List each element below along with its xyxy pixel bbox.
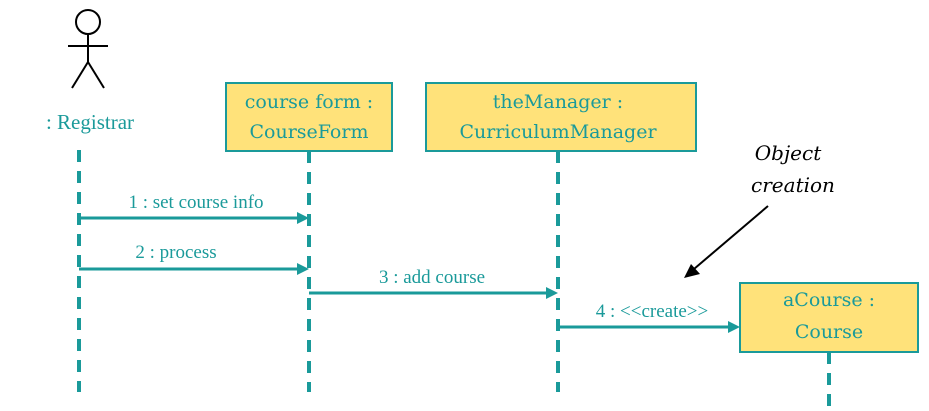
object-course-form-name: course form : — [245, 91, 373, 113]
object-the-manager-class: CurriculumManager — [459, 121, 657, 143]
message-2: 2 : process — [79, 242, 309, 275]
object-the-manager: theManager : CurriculumManager — [425, 82, 697, 152]
object-a-course-name: aCourse : — [783, 289, 875, 311]
message-4-label: 4 : <<create>> — [596, 301, 708, 322]
message-4: 4 : <<create>> — [558, 301, 740, 333]
object-a-course-class: Course — [795, 321, 863, 343]
object-course-form: course form : CourseForm — [225, 82, 393, 152]
object-the-manager-name: theManager : — [493, 91, 623, 113]
actor-label: : Registrar — [46, 110, 134, 134]
message-1-label: 1 : set course info — [128, 192, 263, 213]
object-a-course: aCourse : Course — [739, 282, 919, 353]
actor-registrar-icon — [68, 9, 108, 89]
message-3: 3 : add course — [309, 267, 558, 299]
message-2-label: 2 : process — [135, 242, 216, 263]
message-1: 1 : set course info — [79, 192, 309, 224]
note-line-1: Object — [755, 141, 822, 165]
note-arrow — [684, 205, 769, 278]
message-3-label: 3 : add course — [379, 267, 485, 288]
note-line-2: creation — [751, 173, 835, 197]
object-course-form-class: CourseForm — [250, 121, 369, 143]
